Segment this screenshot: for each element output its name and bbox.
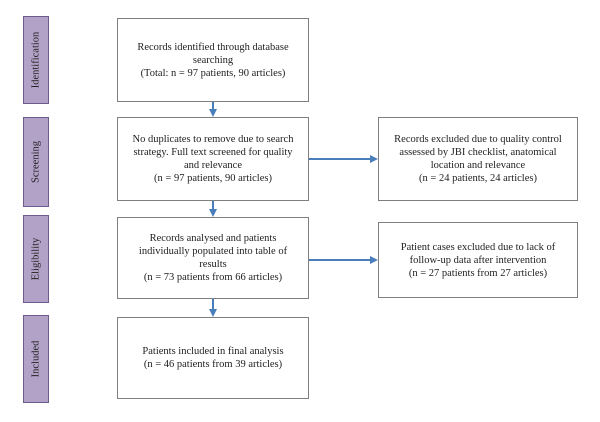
identified-line-2: searching — [192, 54, 234, 66]
analysed-line-2: individually populated into table of — [138, 246, 288, 257]
screened-line-2: strategy. Full text screened for quality — [133, 147, 293, 158]
stage-label-identification: Identification — [23, 16, 49, 104]
included-line-1: Patients included in final analysis — [142, 346, 284, 357]
identified-line-3: (Total: n = 97 patients, 90 articles) — [140, 67, 286, 79]
included-line-2: (n = 46 patients from 39 articles) — [143, 359, 283, 370]
screened-line-1: No duplicates to remove due to search — [132, 134, 294, 145]
screened-line-3: and relevance — [183, 160, 242, 171]
excluded-quality-line-4: (n = 24 patients, 24 articles) — [419, 173, 537, 184]
screened-line-4: (n = 97 patients, 90 articles) — [154, 173, 272, 184]
excluded-followup-line-1: Patient cases excluded due to lack of — [400, 241, 556, 253]
analysed-line-4: (n = 73 patients from 66 articles) — [143, 272, 283, 283]
analysed-line-3: results — [199, 259, 227, 270]
records-excluded-quality-box: Records excluded due to quality control … — [378, 117, 578, 201]
excluded-quality-line-3: location and relevance — [430, 160, 526, 171]
excluded-followup-line-2: follow-up data after intervention — [409, 254, 547, 266]
records-analysed-box: Records analysed and patients individual… — [117, 217, 309, 299]
records-identified-box: Records identified through database sear… — [117, 18, 309, 102]
stage-label-screening: Screening — [23, 117, 49, 207]
stage-label-included: Included — [23, 315, 49, 403]
patients-excluded-followup-box: Patient cases excluded due to lack of fo… — [378, 222, 578, 298]
records-screened-box: No duplicates to remove due to search st… — [117, 117, 309, 201]
patients-included-box: Patients included in final analysis (n =… — [117, 317, 309, 399]
excluded-quality-line-2: assessed by JBI checklist, anatomical — [399, 147, 557, 158]
excluded-followup-line-3: (n = 27 patients from 27 articles) — [408, 267, 548, 279]
identified-line-1: Records identified through database — [137, 41, 289, 53]
stage-label-eligibility: Eligibility — [23, 215, 49, 303]
analysed-line-1: Records analysed and patients — [149, 233, 277, 244]
excluded-quality-line-1: Records excluded due to quality control — [394, 134, 562, 145]
